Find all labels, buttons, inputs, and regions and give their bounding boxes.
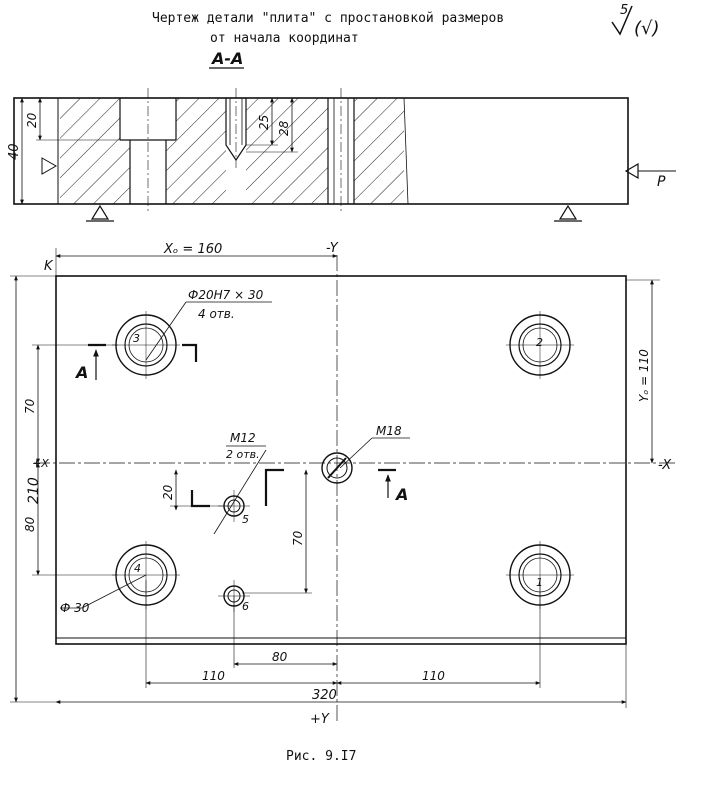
force-label: P [657, 174, 666, 190]
hatch-boundary [403, 97, 409, 205]
section-label: А-А [210, 49, 243, 68]
section-arrow-label-left: A [74, 363, 88, 382]
figure-caption: Рис. 9.I7 [286, 749, 356, 764]
leader-m18 [339, 437, 373, 469]
callout-phi20-line-1: Ф20Н7 × 30 [188, 288, 264, 302]
section-arrow-label-right: A [394, 485, 408, 504]
dim-80-bottom: 80 [272, 650, 288, 664]
axis-minus-x: -X [658, 458, 672, 473]
hole-number-5: 5 [242, 513, 249, 526]
dim-25: 25 [257, 115, 271, 130]
callout-m18: M18 [376, 424, 402, 438]
dim-320: 320 [312, 688, 337, 703]
hole-6: 6 [223, 585, 249, 613]
dim-y0: Yₒ = 110 [637, 349, 651, 402]
plan-view: K -Y +Y -X +X Xₒ = 160 Yₒ = 110 210 70 8… [10, 241, 676, 727]
section-outline [13, 97, 629, 205]
hole-number-6: 6 [242, 600, 249, 613]
dim-210: 210 [26, 477, 42, 504]
hatch-zone-6 [354, 98, 404, 204]
dim-70-mid: 70 [291, 530, 305, 546]
support-right [554, 204, 582, 222]
hole-number-4: 4 [134, 562, 141, 575]
callout-d30: Ф 30 [60, 601, 90, 615]
hole-number-3: 3 [133, 332, 140, 345]
callout-phi20-line-2: 4 отв. [198, 307, 235, 321]
callout-m12-line-1: M12 [230, 431, 256, 445]
axis-plus-y: +Y [310, 712, 330, 727]
roughness-symbol: 5 (√) [611, 3, 660, 39]
hole-5: 5 [223, 495, 249, 526]
callout-m12-line-2: 2 отв. [226, 448, 260, 461]
datum-triangle [41, 157, 58, 175]
hole-m18-slash [327, 457, 347, 479]
dim-20-plan: 20 [161, 484, 175, 500]
dim-70-left: 70 [23, 398, 37, 414]
support-left [86, 204, 114, 222]
dim-40: 40 [7, 143, 22, 160]
hatch-zone-3 [166, 140, 226, 204]
dim-80-left: 80 [23, 516, 37, 532]
title-line-1: Чертеж детали "плита" с простановкой раз… [152, 11, 504, 26]
hole-number-1: 1 [536, 576, 543, 589]
corner-label: K [44, 259, 54, 274]
section-cut-line: A A [74, 343, 408, 508]
leader-d30 [81, 574, 147, 609]
dim-28: 28 [277, 120, 291, 136]
title-line-2: от начала координат [210, 31, 359, 46]
dim-x0: Xₒ = 160 [163, 242, 222, 257]
hatch-zone-1 [60, 98, 120, 204]
section-view [13, 88, 629, 214]
hatch-zone-2 [120, 140, 130, 204]
axis-plus-x: +X [32, 457, 49, 470]
hole-number-2: 2 [536, 336, 543, 349]
hatch-zone-4 [176, 98, 226, 140]
leader-m12 [213, 449, 267, 535]
hole-centerlines [112, 311, 574, 612]
hatch-zone-5 [246, 98, 328, 204]
roughness-value: 5 [620, 3, 628, 18]
plate-outline [55, 275, 627, 645]
hole-m18 [321, 452, 353, 484]
leader-phi20 [145, 301, 187, 361]
dim-20-section: 20 [25, 112, 39, 128]
dim-110-right: 110 [422, 669, 445, 683]
roughness-paren: (√) [634, 18, 660, 39]
dim-110-left: 110 [202, 669, 225, 683]
roughness-check-mark [611, 5, 633, 36]
section-dimensions: 40 20 25 28 P [7, 97, 676, 222]
axis-minus-y: -Y [326, 241, 339, 256]
